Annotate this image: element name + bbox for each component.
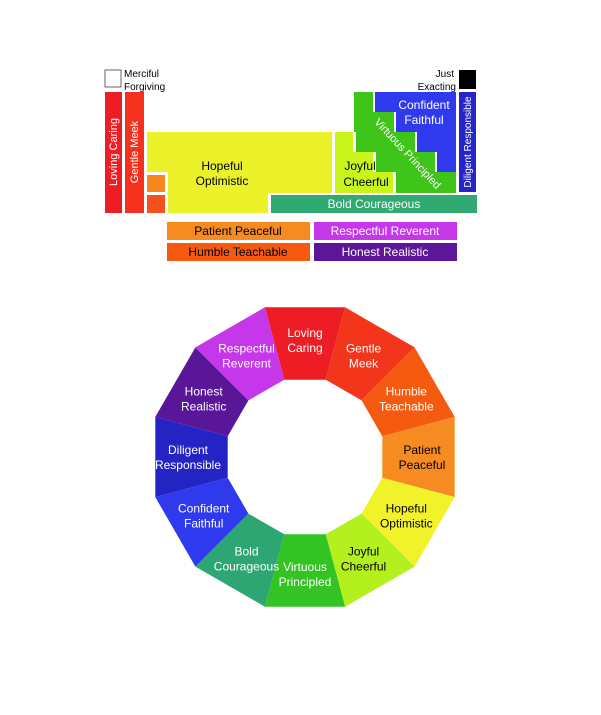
periodic-virtue-chart: Merciful Forgiving Just Exacting Loving … [104,69,477,261]
bold-courageous-block [271,195,477,213]
confident-faithful-block [375,92,456,172]
hopeful-label-line2: Optimistic [196,174,249,188]
wheel-label-joyful-cheerful-line1: Joyful [348,544,379,558]
wheel-segment-virtuous-principled [264,534,346,607]
wheel-label-bold-courageous-line1: Bold [234,544,258,558]
wheel-label-diligent-responsible-line1: Diligent [168,443,209,457]
loving-caring-block [105,92,122,213]
wheel-label-patient-peaceful-line1: Patient [403,443,441,457]
wheel-label-loving-caring-line1: Loving [287,326,322,340]
joyful-cheerful-block [335,132,393,193]
wheel-segment-loving-caring [264,307,346,380]
hopeful-optimistic-block [147,132,332,213]
just-swatch [459,70,476,89]
diligent-responsible-label: Diligent Responsible [463,96,474,188]
wheel-label-patient-peaceful-line2: Peaceful [399,458,446,472]
wheel-label-joyful-cheerful-line2: Cheerful [341,559,386,573]
wheel-segment-respectful-reverent [195,307,285,401]
wheel-label-respectful-reverent-line1: Respectful [218,342,275,356]
humble-teachable-block [167,243,310,261]
wheel-label-virtuous-principled-line1: Virtuous [283,560,327,574]
merciful-label-line1: Merciful [124,69,159,80]
merciful-swatch [104,69,122,88]
wheel-label-loving-caring-line2: Caring [287,341,322,355]
just-label-line2: Exacting [418,82,456,93]
humble-teachable-label: Humble Teachable [188,245,288,259]
respectful-reverent-block [314,222,457,240]
wheel-label-virtuous-principled-line2: Principled [279,575,332,589]
wheel-segment-hopeful-optimistic [361,477,455,567]
wheel-segment-diligent-responsible [155,416,228,498]
wheel-segment-bold-courageous [195,513,285,607]
confident-label-line1: Confident [398,98,450,112]
gentle-meek-label: Gentle Meek [129,120,141,183]
wheel-label-hopeful-optimistic-line2: Optimistic [380,517,433,531]
wheel-segment-honest-realistic [155,347,249,437]
wheel-segment-gentle-meek [325,307,415,401]
wheel-label-gentle-meek-line2: Meek [349,357,379,371]
wheel-segment-patient-peaceful [382,416,455,498]
wheel-label-humble-teachable-line2: Teachable [379,400,434,414]
wheel-label-honest-realistic-line2: Realistic [181,400,226,414]
wheel-label-respectful-reverent-line2: Reverent [222,357,271,371]
honest-realistic-block [314,243,457,261]
wheel-label-hopeful-optimistic-line1: Hopeful [386,502,427,516]
wheel-label-diligent-responsible-line2: Responsible [155,458,221,472]
wheel-label-gentle-meek-line1: Gentle [346,342,382,356]
patient-peaceful-label: Patient Peaceful [194,224,281,238]
wheel-label-confident-faithful-line1: Confident [178,502,230,516]
wheel-segment-confident-faithful [155,477,249,567]
just-label-line1: Just [436,69,455,80]
wheel-segment-joyful-cheerful [325,513,415,607]
hopeful-label-line1: Hopeful [201,159,242,173]
bold-courageous-label: Bold Courageous [328,197,421,211]
wheel-label-humble-teachable-line1: Humble [386,385,428,399]
small-red-orange-square [147,195,165,213]
respectful-reverent-label: Respectful Reverent [331,224,440,238]
wheel-label-honest-realistic-line1: Honest [185,385,224,399]
gentle-meek-block [125,92,144,213]
joyful-label-line2: Cheerful [343,175,388,189]
virtuous-principled-block [354,92,456,193]
wheel-segment-humble-teachable [361,347,455,437]
merciful-label-line2: Forgiving [124,82,165,93]
diligent-responsible-block [459,92,476,192]
loving-caring-label: Loving Caring [108,118,120,186]
wheel-label-confident-faithful-line2: Faithful [184,517,223,531]
honest-realistic-label: Honest Realistic [342,245,429,259]
small-orange-square [147,175,165,192]
patient-peaceful-block [167,222,310,240]
joyful-label-line1: Joyful [344,159,375,173]
confident-label-line2: Faithful [404,113,443,127]
wheel-label-bold-courageous-line2: Courageous [214,559,279,573]
